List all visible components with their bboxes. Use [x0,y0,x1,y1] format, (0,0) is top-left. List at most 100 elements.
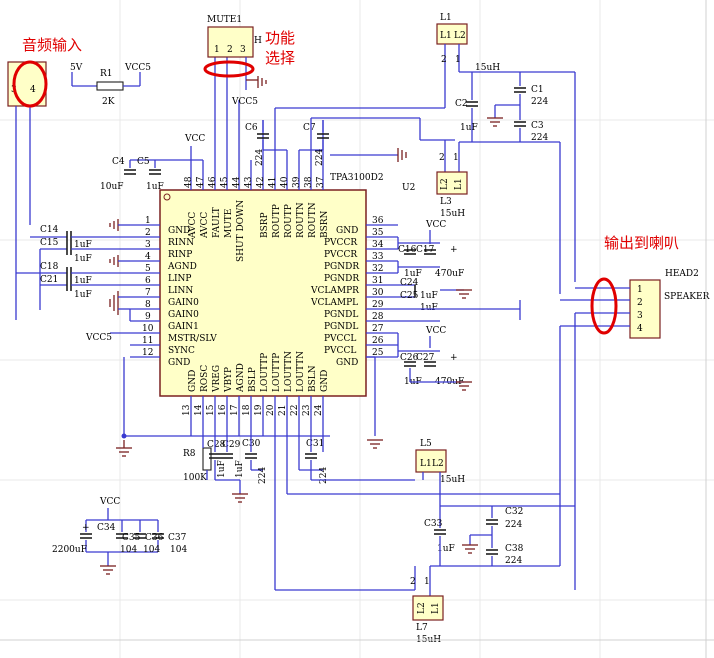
svg-text:1: 1 [424,577,430,587]
svg-text:L1: L1 [440,13,452,23]
pin-name-8: GAIN0 [168,310,199,320]
svg-text:L1: L1 [454,178,464,190]
svg-text:ROUTN: ROUTN [296,202,306,238]
right-caps-lower: VCC C26 C27 + 1uF 470uF [366,300,521,449]
svg-text:C24: C24 [400,278,419,288]
svg-text:SPEAKER: SPEAKER [664,292,710,302]
svg-text:BSRP: BSRP [260,212,270,238]
svg-text:470uF: 470uF [435,269,464,279]
pin-name-4: AGND [167,262,197,272]
svg-text:1uF: 1uF [74,240,92,250]
svg-text:45: 45 [220,176,230,188]
svg-text:1uF: 1uF [146,182,164,192]
svg-text:15: 15 [206,404,216,416]
svg-text:43: 43 [244,176,254,188]
pin-name-7: GAIN0 [168,298,199,308]
pin-num-34: 34 [372,240,384,250]
pin-name-29: PGNDL [324,310,358,320]
svg-text:224: 224 [505,556,522,566]
svg-text:5V: 5V [70,63,83,73]
svg-text:40: 40 [280,176,290,188]
ic-bottom-pin-names: GND ROSC VREG VBYP AGND BSLP LOUTTP LOUT… [188,351,330,393]
svg-text:19: 19 [254,404,264,416]
resistor-r1: 5V R1 VCC5 2K [70,63,151,107]
svg-text:ROUTP: ROUTP [284,204,294,238]
svg-text:1uF: 1uF [74,254,92,264]
cap-c4-c5: VCC C4 C5 10uF 1uF [100,134,205,192]
svg-text:41: 41 [268,177,278,188]
svg-text:10uF: 10uF [100,182,124,192]
svg-text:C31: C31 [306,439,324,449]
svg-text:C27: C27 [416,353,435,363]
svg-text:C37: C37 [168,533,187,543]
bottom-components: R8 100K C28 C29 1uF 1uF C30 224 C31 224 [183,436,560,591]
caps-c1-c2-c3: C1 224 C3 224 C2 1uF [455,72,561,294]
svg-text:MUTE: MUTE [224,209,234,238]
pin-name-32: PGNDR [324,274,359,284]
pin-num-6: 6 [145,276,151,286]
svg-text:AVCC: AVCC [200,212,210,239]
svg-text:C38: C38 [505,544,524,554]
svg-text:C3: C3 [531,121,544,131]
svg-text:37: 37 [316,176,326,188]
svg-text:BSRN: BSRN [320,210,330,238]
svg-text:LOUTTN: LOUTTN [296,351,306,392]
svg-text:BSLP: BSLP [248,367,258,392]
svg-text:15uH: 15uH [440,209,465,219]
pin-num-28: 28 [372,312,384,322]
pin-name-36: GND [336,226,358,236]
svg-text:42: 42 [256,177,266,188]
svg-text:L2: L2 [440,178,450,190]
svg-text:3: 3 [637,311,643,321]
svg-text:1uF: 1uF [235,460,245,478]
svg-text:1uF: 1uF [217,460,227,478]
pin-name-25: GND [336,358,358,368]
pin-num-32: 32 [372,264,383,274]
pin-name-5: LINP [168,274,191,284]
svg-text:1: 1 [637,285,643,295]
svg-text:C21: C21 [40,275,58,285]
pin-name-31: VCLAMPR [310,286,359,296]
svg-text:224: 224 [319,467,329,484]
svg-text:17: 17 [230,404,240,416]
svg-text:VCC5: VCC5 [85,333,112,343]
ic-part-name: TPA3100D2 [330,173,384,183]
audio-input-label: 音频输入 [22,36,82,54]
svg-text:ROUTP: ROUTP [272,204,282,238]
ic-top-pin-names: AVCC AVCC FAULT MUTE SHUT DOWN BSRP ROUT… [188,200,330,262]
svg-text:C32: C32 [505,507,523,517]
svg-text:VCC: VCC [99,497,120,507]
svg-text:2: 2 [227,45,233,55]
ic-ref: U2 [402,183,415,193]
svg-text:224: 224 [505,520,522,530]
caps-c32-c33-c38: C32 224 C38 224 C33 1uF [424,494,561,567]
svg-text:48: 48 [184,176,194,188]
svg-text:C2: C2 [455,99,468,109]
svg-text:MUTE1: MUTE1 [207,15,242,25]
svg-text:1: 1 [214,45,220,55]
svg-text:C16: C16 [398,245,417,255]
pin-num-9: 9 [145,312,151,322]
pin-num-4: 4 [145,252,151,262]
output-speaker-label: 输出到喇叭 [604,234,679,252]
pin-num-35: 35 [372,228,384,238]
pin-num-5: 5 [145,264,151,274]
svg-text:13: 13 [182,404,192,416]
svg-text:L1: L1 [420,459,432,469]
svg-text:AVCC: AVCC [188,212,198,239]
svg-text:4: 4 [637,324,643,334]
svg-text:C26: C26 [400,353,419,363]
pin-num-36: 36 [372,216,384,226]
u2-top-ground [330,148,407,162]
svg-text:224: 224 [531,133,548,143]
svg-text:C7: C7 [303,123,316,133]
svg-text:16: 16 [218,404,228,416]
